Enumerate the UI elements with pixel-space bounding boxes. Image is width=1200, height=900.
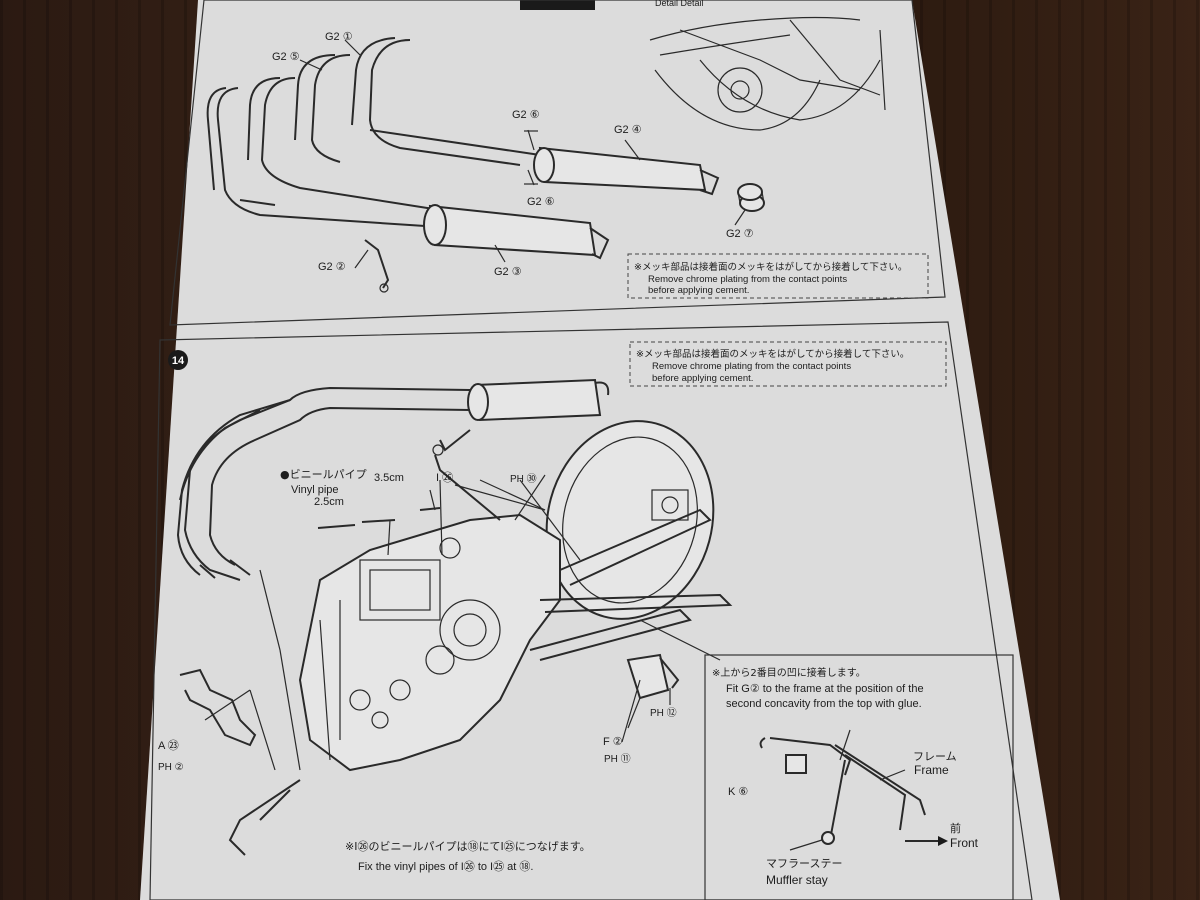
label-g2-7: G2 ⑦ bbox=[726, 228, 754, 240]
muffler-stay-detail-inset: ※上から2番目の凹に接着します。 Fit G② to the frame at … bbox=[704, 654, 1014, 900]
header-bar bbox=[520, 0, 595, 10]
label-a23: A ㉓ bbox=[158, 739, 179, 752]
exhaust-assembly bbox=[176, 378, 610, 581]
chrome-note-top: ※メッキ部品は接着面のメッキをはがしてから接着して下さい。 Remove chr… bbox=[627, 253, 929, 299]
mufflers bbox=[364, 129, 765, 293]
label-g2-1: G2 ① bbox=[325, 31, 353, 43]
chrome-note-bottom-en-1: Remove chrome plating from the contact p… bbox=[652, 361, 851, 372]
vinyl-pipe-label-en: Vinyl pipe bbox=[291, 484, 339, 496]
bottom-instruction-jp: ※I㉖のビニールパイプは⑱にてI㉕につなげます。 bbox=[345, 840, 591, 853]
bottom-panel: 14 ※メッキ部品は接着面のメッキをはがしてから接着して下さい。 Remove … bbox=[149, 321, 1033, 900]
label-i26: I ㉖ bbox=[436, 471, 453, 484]
part-f2 bbox=[621, 653, 680, 743]
label-muffler-stay-en: Muffler stay bbox=[766, 873, 828, 887]
label-g2-6-lower: G2 ⑥ bbox=[527, 196, 555, 208]
vinyl-length-3-5cm: 3.5cm bbox=[374, 472, 404, 484]
label-frame-en: Frame bbox=[914, 763, 949, 777]
chrome-note-top-en-1: Remove chrome plating from the contact p… bbox=[648, 274, 847, 285]
chrome-note-bottom-jp: ※メッキ部品は接着面のメッキをはがしてから接着して下さい。 bbox=[636, 348, 909, 360]
vinyl-pipe-label-jp: ●ビニールパイプ bbox=[280, 468, 367, 481]
rear-wheel bbox=[545, 420, 715, 620]
bottom-instruction-en: Fix the vinyl pipes of I㉖ to I㉕ at ⑱. bbox=[358, 860, 533, 873]
front-arrow-icon bbox=[938, 836, 948, 846]
chrome-note-top-jp: ※メッキ部品は接着面のメッキをはがしてから接着して下さい。 bbox=[634, 261, 907, 273]
label-ph12: PH ⑫ bbox=[650, 707, 677, 719]
label-g2-6-upper: G2 ⑥ bbox=[512, 109, 540, 121]
chrome-note-bottom: ※メッキ部品は接着面のメッキをはがしてから接着して下さい。 Remove chr… bbox=[629, 341, 947, 387]
bottom-leader-lines bbox=[259, 569, 721, 771]
label-g2-5: G2 ⑤ bbox=[272, 51, 300, 63]
detail-note-en-1: Fit G② to the frame at the position of t… bbox=[726, 683, 924, 695]
engine-frame bbox=[228, 444, 733, 856]
bracket-a23 bbox=[179, 668, 276, 771]
label-frame-jp: フレーム bbox=[913, 750, 957, 763]
label-ph2: PH ② bbox=[158, 762, 184, 773]
label-front-jp: 前 bbox=[950, 821, 961, 835]
detail-corner-label: Detail Detail bbox=[655, 0, 704, 8]
step-number-badge bbox=[168, 350, 188, 370]
label-g2-2: G2 ② bbox=[318, 261, 346, 273]
label-ph11: PH ⑪ bbox=[604, 753, 631, 765]
chrome-note-bottom-en-2: before applying cement. bbox=[652, 373, 753, 384]
header-pipes bbox=[206, 37, 541, 227]
label-f2: F ② bbox=[603, 736, 623, 748]
label-k6: K ⑥ bbox=[728, 786, 748, 798]
label-g2-4: G2 ④ bbox=[614, 124, 642, 136]
top-leader-lines bbox=[299, 39, 746, 269]
bottom-panel-border bbox=[149, 321, 1033, 900]
top-panel: Detail Detail bbox=[169, 0, 946, 326]
chrome-note-top-en-2: before applying cement. bbox=[648, 285, 749, 296]
detail-note-en-2: second concavity from the top with glue. bbox=[726, 698, 922, 710]
label-front-en: Front bbox=[950, 836, 979, 850]
vinyl-pipes bbox=[317, 479, 581, 561]
vinyl-length-2-5cm: 2.5cm bbox=[314, 496, 344, 508]
top-panel-border bbox=[169, 0, 946, 326]
label-muffler-stay-jp: マフラーステー bbox=[766, 857, 842, 870]
detail-note-jp: ※上から2番目の凹に接着します。 bbox=[712, 666, 866, 679]
rear-wheel-detail-sketch bbox=[649, 16, 886, 131]
step-number: 14 bbox=[172, 355, 185, 367]
label-ph30: PH ㉚ bbox=[510, 473, 537, 485]
label-g2-3: G2 ③ bbox=[494, 266, 522, 278]
